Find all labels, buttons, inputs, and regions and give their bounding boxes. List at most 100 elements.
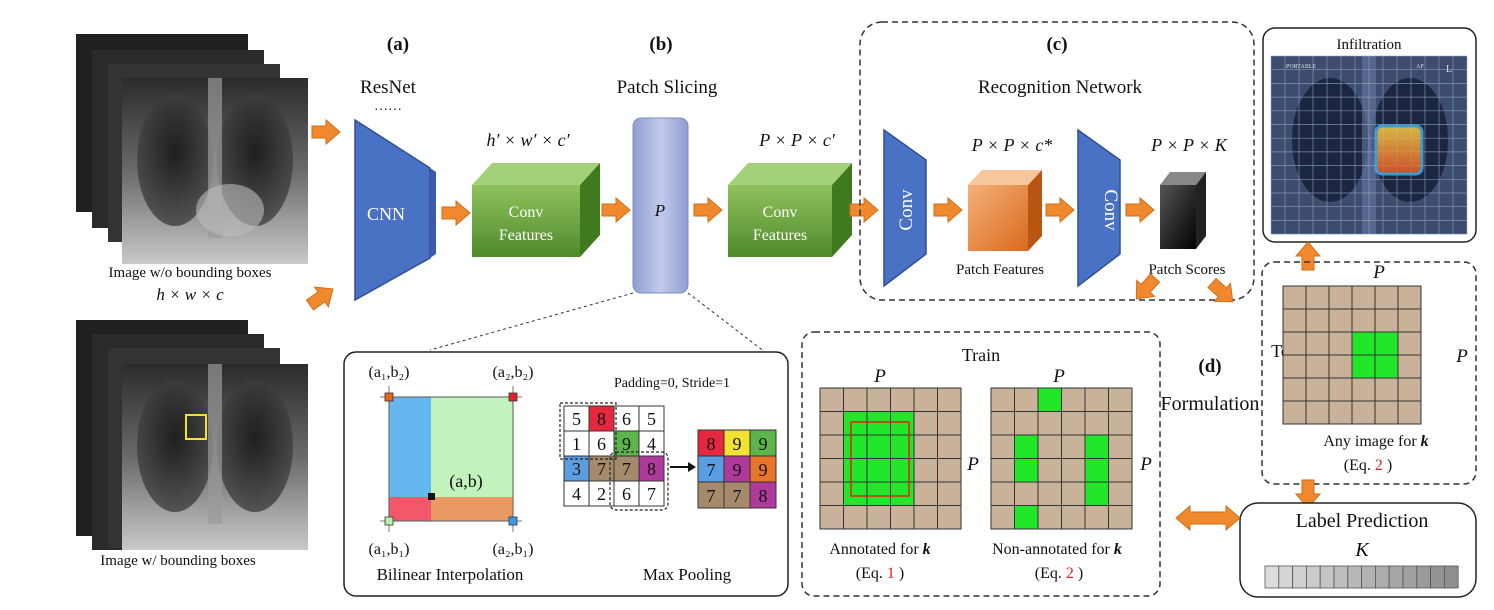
grid-cell bbox=[1397, 331, 1422, 356]
grid-cell bbox=[1108, 505, 1133, 530]
grid-cell bbox=[1037, 458, 1062, 483]
maxpool-output-value: 7 bbox=[707, 486, 716, 506]
grid-cell bbox=[1351, 377, 1376, 402]
maxpool-output-value: 7 bbox=[707, 460, 716, 480]
train-grid1-eq: (Eq. 1 ) bbox=[856, 565, 904, 582]
grid-cell-positive bbox=[1014, 434, 1039, 459]
patch-features-label: Patch Features bbox=[956, 262, 1044, 278]
maxpool-input-cell bbox=[563, 405, 590, 432]
maxpool-header: Padding=0, Stride=1 bbox=[614, 376, 730, 391]
grid-cell bbox=[1084, 387, 1109, 412]
maxpool-input-value: 9 bbox=[622, 434, 631, 454]
grid-cell bbox=[1374, 285, 1399, 310]
grid-cell bbox=[990, 505, 1015, 530]
grid-cell bbox=[913, 387, 938, 412]
grid-cell bbox=[819, 458, 844, 483]
maxpool-input-value: 1 bbox=[572, 434, 581, 454]
grid-cell bbox=[819, 387, 844, 412]
bilinear-center-label: (a,b) bbox=[449, 471, 482, 492]
maxpool-caption: Max Pooling bbox=[643, 565, 732, 584]
grid-cell bbox=[819, 411, 844, 436]
bilinear-caption: Bilinear Interpolation bbox=[377, 565, 524, 584]
maxpool-output-value: 9 bbox=[759, 460, 768, 480]
arrow-conv-to-patch-features bbox=[933, 197, 963, 223]
patch-features-dims: P × P × c* bbox=[971, 135, 1053, 155]
maxpool-output-value: 9 bbox=[733, 434, 742, 454]
patch-slicing-p: P bbox=[654, 201, 665, 220]
train-grid2-eq: (Eq. 2 ) bbox=[1035, 565, 1083, 582]
grid-cell bbox=[1282, 331, 1307, 356]
conv-features-cube-2 bbox=[728, 163, 852, 257]
grid-cell bbox=[1061, 505, 1086, 530]
train-grid2-caption: Non-annotated for k bbox=[992, 541, 1122, 558]
grid-cell bbox=[1328, 285, 1353, 310]
grid-cell bbox=[1282, 308, 1307, 333]
label-prediction-cell bbox=[1444, 565, 1459, 589]
label-prediction-cell bbox=[1292, 565, 1307, 589]
label-prediction-cell bbox=[1347, 565, 1363, 589]
maxpool-input-value: 6 bbox=[597, 434, 606, 454]
grid-cell bbox=[1282, 400, 1307, 425]
arrow-scores-to-test bbox=[1203, 273, 1242, 312]
test-top-p: P bbox=[1372, 262, 1385, 283]
grid-cell bbox=[1037, 434, 1062, 459]
conv-features-2-dims: P × P × c′ bbox=[758, 130, 836, 150]
arrow-test-to-infiltration bbox=[1295, 241, 1321, 271]
infiltration-tag-l: L bbox=[1446, 64, 1452, 75]
grid-cell bbox=[1397, 400, 1422, 425]
maxpool-output-value: 8 bbox=[759, 486, 768, 506]
maxpool-input-value: 6 bbox=[622, 484, 631, 504]
grid-cell bbox=[866, 505, 891, 530]
caption-image-without-boxes: Image w/o bounding boxes bbox=[109, 265, 272, 281]
caption-image-with-boxes: Image w/ bounding boxes bbox=[100, 553, 256, 569]
grid-cell bbox=[913, 434, 938, 459]
grid-cell bbox=[890, 505, 915, 530]
grid-cell bbox=[937, 458, 962, 483]
grid-cell bbox=[819, 481, 844, 506]
grid-cell bbox=[1328, 400, 1353, 425]
label-prediction-cell bbox=[1333, 565, 1349, 589]
bounding-box bbox=[185, 414, 207, 440]
train-box bbox=[801, 331, 1161, 597]
maxpool-output-cell bbox=[697, 455, 725, 483]
infiltration-tag-left: PORTABLE bbox=[1286, 64, 1316, 70]
arrow-conv-to-patch-scores bbox=[1125, 197, 1155, 223]
callout-line-left bbox=[429, 292, 634, 351]
label-prediction-cell bbox=[1361, 565, 1376, 589]
grid-cell bbox=[1328, 331, 1353, 356]
grid-cell-positive bbox=[866, 458, 891, 483]
grid-cell bbox=[990, 458, 1015, 483]
grid-cell bbox=[1037, 481, 1062, 506]
infiltration-tag-right: AP bbox=[1416, 64, 1424, 70]
conv-features-1-line1: Conv bbox=[509, 204, 544, 221]
grid-cell bbox=[1108, 481, 1133, 506]
grid-cell bbox=[937, 505, 962, 530]
grid-cell-positive bbox=[890, 481, 915, 506]
arrow-features-to-conv bbox=[849, 197, 879, 223]
conv-block-1 bbox=[883, 128, 927, 288]
grid-cell bbox=[1061, 434, 1086, 459]
maxpool-input-value: 2 bbox=[597, 484, 606, 504]
grid-cell bbox=[819, 434, 844, 459]
patch-slicing-block bbox=[632, 117, 689, 294]
patch-scores-label: Patch Scores bbox=[1148, 262, 1225, 278]
resnet-dots: …… bbox=[374, 99, 402, 114]
maxpool-input-cell bbox=[638, 480, 665, 507]
test-box bbox=[1261, 261, 1477, 485]
grid-cell-positive bbox=[843, 458, 868, 483]
grid-cell bbox=[1014, 411, 1039, 436]
grid-cell bbox=[1374, 400, 1399, 425]
grid-cell bbox=[937, 481, 962, 506]
grid-cell bbox=[1305, 331, 1330, 356]
grid-cell bbox=[1108, 434, 1133, 459]
grid-cell bbox=[990, 387, 1015, 412]
grid-cell bbox=[1108, 387, 1133, 412]
test-caption: Any image for k bbox=[1323, 433, 1428, 450]
grid-cell bbox=[1108, 411, 1133, 436]
grid-cell bbox=[1014, 481, 1039, 506]
label-prediction-cell bbox=[1430, 565, 1445, 589]
train-grid2-right-p: P bbox=[1139, 454, 1152, 475]
test-eq: (Eq. 2 ) bbox=[1344, 457, 1392, 474]
section-d-label: (d) bbox=[1198, 356, 1221, 377]
